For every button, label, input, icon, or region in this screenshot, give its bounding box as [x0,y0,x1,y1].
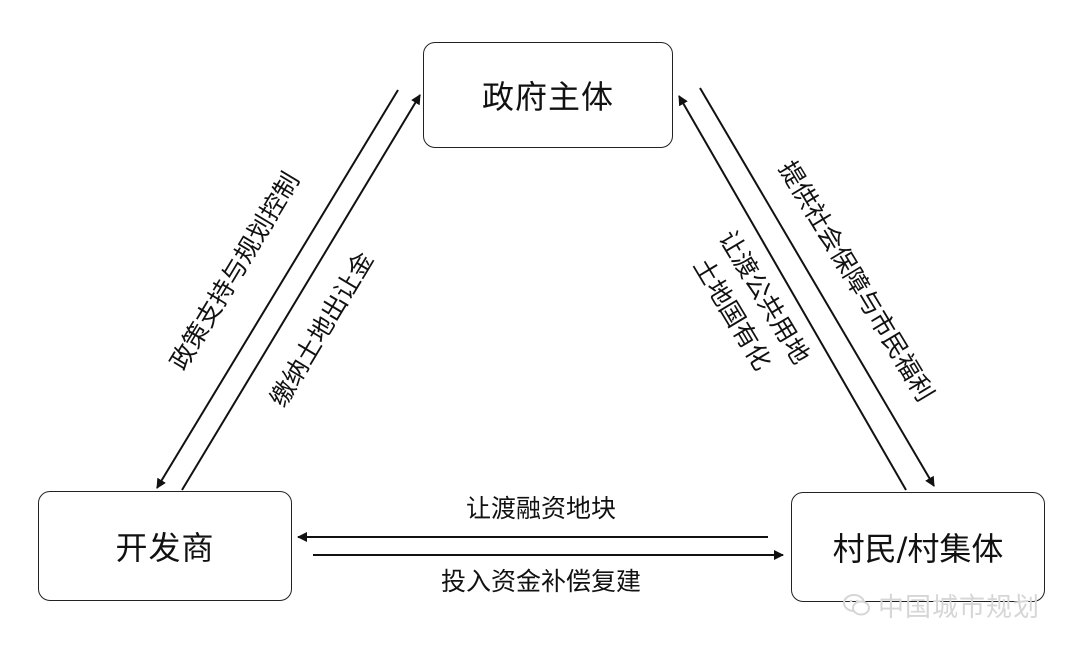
arrow-fee-to-government [181,94,421,491]
arrow-security-to-villagers [699,87,935,487]
label-policy-support: 政策支持与规划控制 [164,167,305,375]
label-social-security: 提供社会保障与市民福利 [773,156,940,407]
node-villagers-label: 村民/村集体 [832,530,1004,568]
node-developer: 开发商 [38,491,292,601]
node-government-label: 政府主体 [481,78,614,116]
watermark: 中国城市规划 [842,588,1041,623]
node-developer-label: 开发商 [115,529,215,567]
label-financing-plot: 让渡融资地块 [466,494,616,523]
arrow-land-to-government [678,95,907,491]
node-villagers: 村民/村集体 [791,492,1045,602]
arrow-policy-to-developer [156,89,399,489]
wechat-icon [843,594,870,616]
label-land-fee: 缴纳土地出让金 [264,247,379,412]
watermark-text: 中国城市规划 [878,592,1041,623]
node-government: 政府主体 [423,42,673,148]
label-compensation: 投入资金补偿复建 [441,567,641,596]
